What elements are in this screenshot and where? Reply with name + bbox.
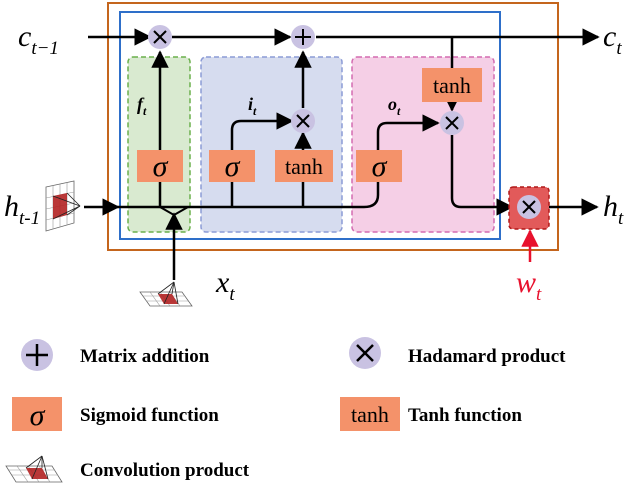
legend-tanh-box: [340, 397, 400, 431]
output-tanh-box: [422, 68, 482, 102]
input-tanh-label: tanh: [285, 154, 323, 179]
cell-addition-op: [291, 25, 315, 49]
h-out-label: ht: [603, 190, 624, 229]
weight-hadamard-box: [508, 186, 550, 230]
legend-tanh-label: Tanh function: [408, 405, 522, 426]
c-out-label: ct: [603, 20, 622, 59]
legend-convolution-label: Convolution product: [80, 460, 250, 481]
input-sigmoid-label: σ: [225, 150, 241, 183]
input-convolution-icon: [139, 281, 193, 307]
input-hadamard-op: [291, 109, 315, 133]
legend-hadamard-label: Hadamard product: [408, 346, 566, 367]
x-junction: [159, 206, 189, 217]
weight-label: wt: [516, 266, 542, 305]
legend-tanh-symbol: tanh: [351, 402, 389, 427]
inner-cell-frame: [119, 11, 501, 240]
legend-sigmoid-symbol: σ: [30, 399, 46, 432]
x-input-label: xt: [215, 266, 235, 305]
forget-hadamard-op: [148, 25, 172, 49]
output-gate-label: ot: [388, 94, 401, 118]
output-sigmoid-label: σ: [372, 150, 388, 183]
input-gate-arrow: [230, 112, 294, 150]
input-gate-region: [200, 56, 343, 233]
forget-sigmoid-box: [137, 150, 183, 182]
h-prev-label: ht-1: [4, 190, 40, 229]
output-tanh-label: tanh: [433, 73, 471, 98]
legend-addition-label: Matrix addition: [80, 346, 210, 367]
legend-addition-icon: [21, 339, 53, 371]
output-gate-connector: [363, 180, 380, 209]
forget-gate-label: ft: [137, 94, 147, 118]
product-to-weight-arrow: [450, 135, 514, 216]
outer-cell-frame: [107, 2, 559, 251]
legend-hadamard-icon: [349, 337, 381, 369]
output-hadamard-op: [440, 111, 464, 135]
input-gate-label: it: [248, 94, 257, 118]
forget-sigmoid-label: σ: [153, 150, 169, 183]
hidden-convolution-icon: [45, 180, 81, 232]
legend-sigmoid-box: [12, 397, 62, 431]
input-sigmoid-box: [209, 150, 255, 182]
legend-sigmoid-label: Sigmoid function: [80, 405, 219, 426]
output-gate-arrow: [376, 114, 440, 150]
c-prev-label: ct−1: [18, 20, 59, 59]
input-tanh-box: [275, 150, 333, 182]
legend-convolution-icon: [5, 455, 63, 483]
output-sigmoid-box: [356, 150, 402, 182]
